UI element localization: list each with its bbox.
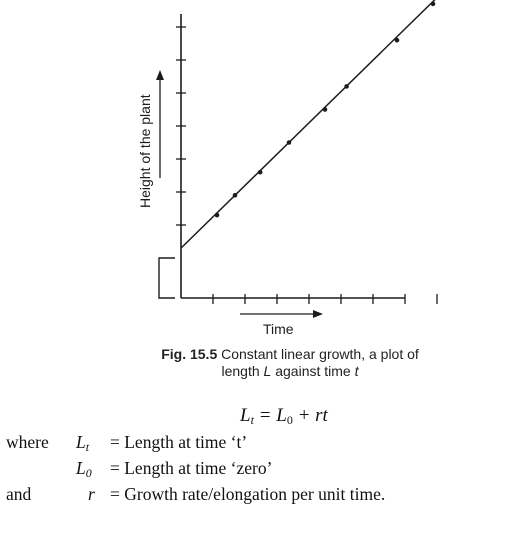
- growth-line: [180, 0, 436, 249]
- definition-symbol-sub: 0: [85, 466, 92, 480]
- data-point: [394, 37, 400, 43]
- definition-symbol-sub: t: [85, 440, 90, 454]
- data-point: [257, 169, 263, 175]
- caption-symbol-t: t: [354, 363, 359, 379]
- definition-text: = Length at time ‘t’: [110, 432, 248, 452]
- definition-symbol-letter: L: [76, 432, 86, 452]
- caption-symbol-L: L: [263, 363, 272, 379]
- caption-text-2a: length: [221, 363, 264, 379]
- growth-equation: Lt = L0 + rt: [240, 405, 328, 428]
- definition-symbol: L0: [76, 458, 92, 481]
- equation-rhs-b: + rt: [292, 405, 328, 426]
- caption-line-1: Fig. 15.5 Constant linear growth, a plot…: [100, 346, 480, 363]
- equation-rhs-sub: 0: [286, 413, 293, 427]
- chart-ticks: [176, 26, 438, 304]
- data-point: [286, 140, 292, 145]
- axis-break-bracket: [158, 257, 175, 299]
- x-axis-arrow-head: [313, 310, 323, 318]
- definition-lead: and: [6, 484, 32, 504]
- equation-lhs-sub: t: [250, 413, 254, 427]
- data-point: [430, 1, 436, 7]
- chart-series: [180, 0, 436, 249]
- equation-rhs-a: = L: [253, 405, 287, 426]
- equation-lhs: L: [240, 405, 251, 426]
- data-point: [322, 107, 328, 112]
- definition-lead: where: [6, 432, 49, 452]
- data-point: [214, 212, 220, 218]
- y-axis-label: Height of the plant: [137, 94, 153, 208]
- definition-symbol: r: [88, 484, 95, 505]
- x-axis-label: Time: [263, 321, 294, 337]
- definition-symbol: Lt: [76, 432, 89, 455]
- caption-line-2: length L against time t: [100, 363, 480, 380]
- figure-caption: Fig. 15.5 Constant linear growth, a plot…: [100, 346, 480, 380]
- figure-number: Fig. 15.5: [161, 346, 218, 362]
- data-point: [344, 84, 349, 89]
- definition-text: = Length at time ‘zero’: [110, 458, 273, 478]
- y-axis-arrow-head: [156, 70, 164, 80]
- caption-text-1: Constant linear growth, a plot of: [217, 346, 419, 362]
- definition-symbol-letter: r: [88, 484, 95, 504]
- chart-axes: [158, 14, 405, 299]
- data-point: [232, 193, 238, 198]
- definition-text: = Growth rate/elongation per unit time.: [110, 484, 386, 504]
- definition-symbol-letter: L: [76, 458, 86, 478]
- caption-text-2b: against time: [271, 363, 355, 379]
